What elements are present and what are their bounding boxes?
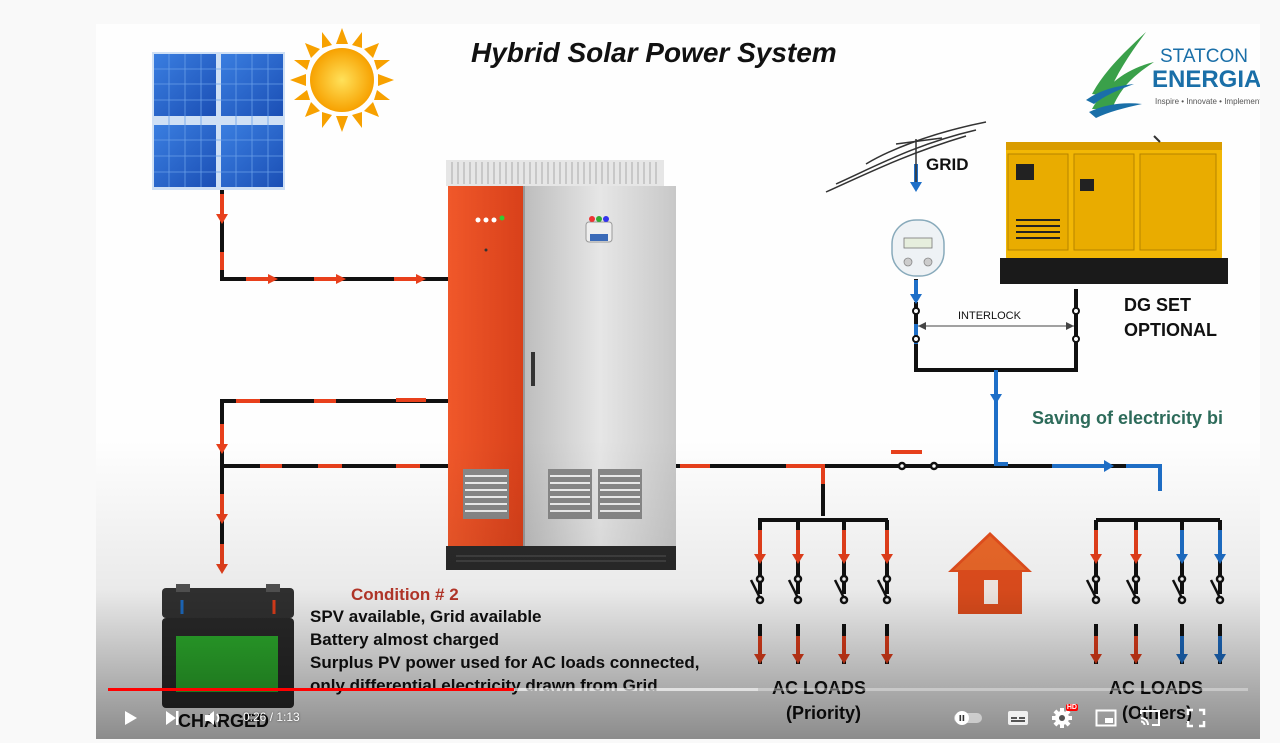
condition-line-1: SPV available, Grid available <box>310 607 542 626</box>
grid-label: GRID <box>926 155 969 174</box>
dg-label-line2: OPTIONAL <box>1124 320 1217 340</box>
sun-icon <box>290 28 394 132</box>
duration: 1:13 <box>276 710 300 724</box>
next-icon <box>166 711 179 725</box>
logo-tagline: Inspire • Innovate • Implement <box>1155 97 1260 106</box>
battery-status-label: CHARGED <box>178 711 269 731</box>
condition-heading: Condition # 2 <box>351 585 459 604</box>
play-icon <box>125 711 137 725</box>
cast-icon <box>1140 710 1160 726</box>
logo-line1: STATCON <box>1160 46 1248 67</box>
video-frame: Hybrid Solar Power System STATCON ENERGI… <box>152 28 1260 731</box>
miniplayer-icon <box>1095 709 1117 727</box>
autoplay-toggle[interactable] <box>948 700 988 736</box>
next-button[interactable] <box>154 700 190 736</box>
battery-icon <box>162 584 294 708</box>
solar-panel-icon <box>152 52 285 190</box>
condition-line-2: Battery almost charged <box>310 630 499 649</box>
progress-bar[interactable] <box>108 688 1248 691</box>
ac-loads-priority-sub: (Priority) <box>786 703 861 723</box>
subtitles-button[interactable] <box>1000 700 1036 736</box>
settings-icon <box>1052 708 1072 728</box>
video-title: Hybrid Solar Power System <box>471 37 837 68</box>
cast-button[interactable] <box>1132 700 1168 736</box>
progress-played <box>108 688 514 691</box>
dg-label-line1: DG SET <box>1124 295 1191 315</box>
solar-flow <box>220 194 1138 656</box>
video-player[interactable]: Hybrid Solar Power System STATCON ENERGI… <box>96 24 1260 739</box>
inverter-cabinet-icon <box>446 160 676 570</box>
subtitles-icon <box>1008 711 1028 725</box>
fullscreen-button[interactable] <box>1178 700 1214 736</box>
condition-line-4: only differential electricity drawn from… <box>310 676 658 695</box>
miniplayer-button[interactable] <box>1088 700 1124 736</box>
generator-icon <box>1000 135 1228 284</box>
autoplay-toggle-icon <box>954 711 982 725</box>
statcon-logo: STATCON ENERGIAA Inspire • Innovate • Im… <box>1086 32 1260 118</box>
volume-button[interactable] <box>196 700 232 736</box>
interlock-icon <box>912 307 1080 343</box>
flow-arrows <box>216 182 1226 664</box>
grid-pole-icon <box>825 121 987 193</box>
time-display: 0:26 / 1:13 <box>243 710 300 724</box>
hd-badge: HD <box>1065 704 1078 711</box>
logo-line2: ENERGIAA <box>1152 66 1260 93</box>
load-switches <box>749 461 1225 605</box>
player-controls: 0:26 / 1:13 HD <box>96 700 1260 736</box>
time-separator: / <box>266 710 277 724</box>
ac-loads-others-label: AC LOADS <box>1109 678 1203 698</box>
play-button[interactable] <box>112 700 148 736</box>
settings-button[interactable]: HD <box>1044 700 1080 736</box>
house-icon <box>948 532 1032 614</box>
ac-loads-others-sub: (Others) <box>1122 703 1192 723</box>
current-time: 0:26 <box>243 710 267 724</box>
volume-icon <box>205 711 220 725</box>
fullscreen-icon <box>1186 708 1206 728</box>
saving-text: Saving of electricity bi <box>1032 408 1223 428</box>
energy-meter-icon <box>891 219 945 277</box>
interlock-label: INTERLOCK <box>958 310 1022 322</box>
condition-line-3: Surplus PV power used for AC loads conne… <box>310 653 700 672</box>
ac-loads-priority-label: AC LOADS <box>772 678 866 698</box>
condition-text-block: Condition # 2 SPV available, Grid availa… <box>310 585 700 695</box>
